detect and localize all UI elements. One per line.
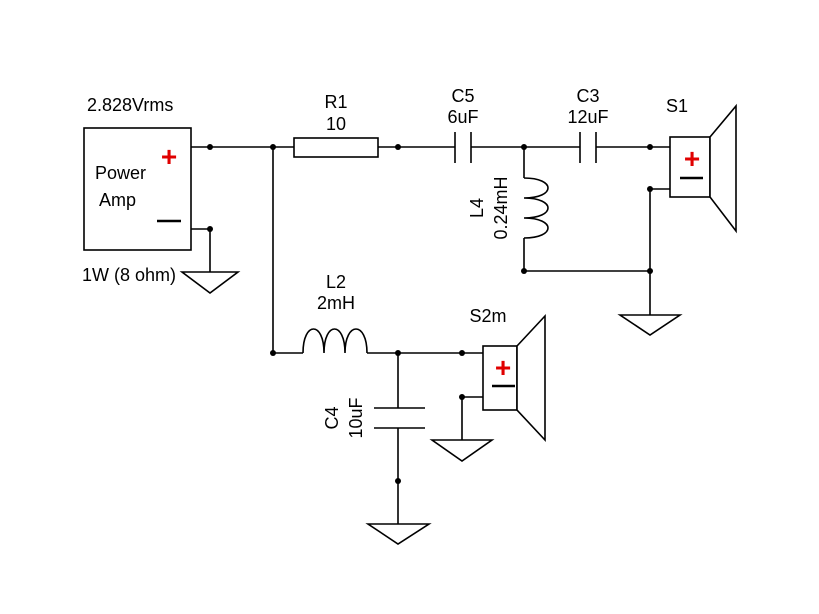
l2-value-label: 2mH — [317, 293, 355, 313]
speaker-s1-cone — [709, 103, 737, 234]
junction-dot — [270, 144, 276, 150]
c5-ref-label: C5 — [451, 86, 474, 106]
inductor-l2-coil — [302, 328, 368, 354]
junction-dot — [459, 350, 465, 356]
power-amp-box — [83, 127, 192, 251]
junction-dot — [647, 144, 653, 150]
amp-plus-icon: + — [161, 141, 177, 172]
r1-value-label: 10 — [326, 114, 346, 134]
ground-icon — [617, 314, 683, 336]
resistor-r1: R1 10 — [293, 92, 379, 158]
speaker-s2m-cone — [516, 313, 546, 443]
junction-dot — [207, 144, 213, 150]
l4-value-label: 0.24mH — [491, 176, 511, 239]
ground-icon — [179, 271, 241, 294]
power-amp-label-line1: Power — [95, 163, 146, 183]
s2m-plus-icon: + — [495, 352, 511, 383]
c3-value-label: 12uF — [567, 107, 608, 127]
ground-icon — [429, 439, 495, 462]
capacitor-c5: C5 6uF — [447, 86, 479, 163]
grounds — [179, 271, 683, 545]
amp-voltage-label: 2.828Vrms — [87, 95, 173, 115]
s1-plus-icon: + — [684, 143, 700, 174]
power-amp: Power Amp + 2.828Vrms 1W (8 ohm) — [82, 95, 192, 285]
inductor-l2: L2 2mH — [302, 272, 368, 354]
speaker-s1: + S1 — [666, 96, 737, 234]
inductor-l4: L4 0.24mH — [467, 176, 549, 240]
inductor-l4-coil — [523, 177, 549, 239]
s1-ref-label: S1 — [666, 96, 688, 116]
junction-dot — [207, 226, 213, 232]
s2m-ref-label: S2m — [469, 306, 506, 326]
junction-dot — [647, 268, 653, 274]
speaker-s2m-body — [482, 345, 518, 411]
c5-value-label: 6uF — [447, 107, 478, 127]
c4-value-label: 10uF — [346, 397, 366, 438]
junctions — [207, 144, 653, 484]
c3-ref-label: C3 — [576, 86, 599, 106]
junction-dot — [521, 144, 527, 150]
junction-dot — [395, 478, 401, 484]
r1-ref-label: R1 — [324, 92, 347, 112]
l2-ref-label: L2 — [326, 272, 346, 292]
capacitor-c4: C4 10uF — [322, 397, 425, 439]
capacitor-c3: C3 12uF — [567, 86, 609, 163]
junction-dot — [395, 144, 401, 150]
junction-dot — [459, 394, 465, 400]
c4-ref-label: C4 — [322, 406, 342, 429]
junction-dot — [647, 186, 653, 192]
ground-icon — [365, 523, 432, 545]
amp-power-label: 1W (8 ohm) — [82, 265, 176, 285]
resistor-r1-body — [293, 137, 379, 158]
wire-amp-minus-to-ground — [191, 228, 211, 272]
l4-ref-label: L4 — [467, 198, 487, 218]
wire-to-l2 — [272, 147, 303, 354]
speaker-s2m: + S2m — [469, 306, 546, 443]
junction-dot — [521, 268, 527, 274]
wire-l4-bottom — [523, 238, 650, 272]
power-amp-label-line2: Amp — [99, 190, 136, 210]
junction-dot — [270, 350, 276, 356]
wire-s2-minus-to-ground — [461, 396, 483, 440]
wire-s1-minus-to-ground — [649, 188, 670, 315]
speaker-s1-body — [669, 136, 711, 198]
junction-dot — [395, 350, 401, 356]
wires — [191, 146, 670, 524]
